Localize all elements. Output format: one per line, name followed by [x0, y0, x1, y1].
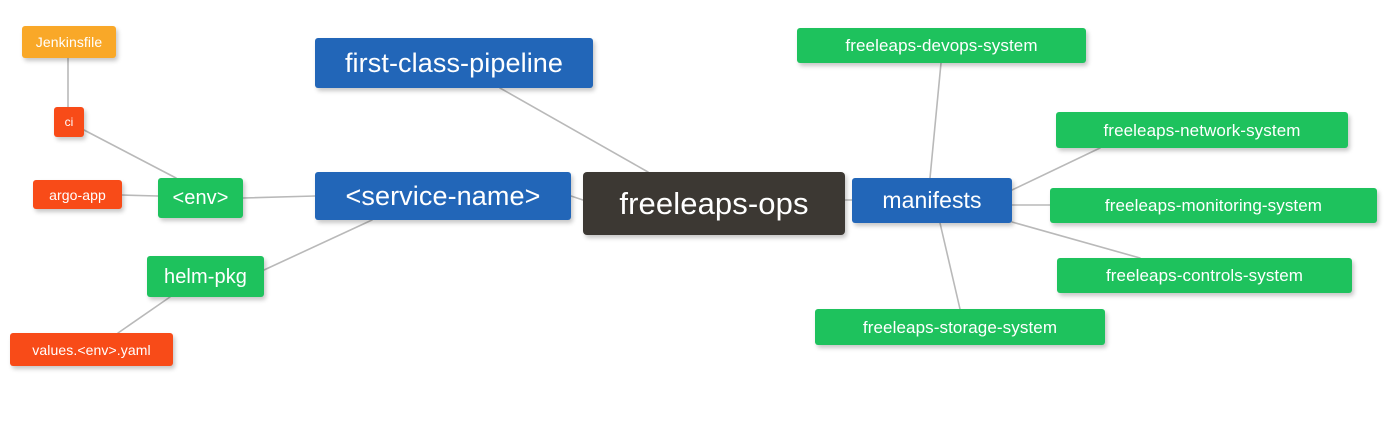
node-argoapp[interactable]: argo-app	[33, 180, 122, 209]
edge-root-to-service	[570, 195, 584, 201]
edge-service-to-helm	[263, 219, 373, 271]
node-helm[interactable]: helm-pkg	[147, 256, 264, 297]
node-valuesyaml[interactable]: values.<env>.yaml	[10, 333, 173, 366]
node-jenkinsfile[interactable]: Jenkinsfile	[22, 26, 116, 58]
edge-env-to-ci	[83, 129, 177, 179]
edge-helm-to-valuesyaml	[117, 296, 171, 334]
node-manifests[interactable]: manifests	[852, 178, 1012, 223]
edge-env-to-argoapp	[121, 194, 159, 197]
node-devops[interactable]: freeleaps-devops-system	[797, 28, 1086, 63]
node-controls[interactable]: freeleaps-controls-system	[1057, 258, 1352, 293]
node-network[interactable]: freeleaps-network-system	[1056, 112, 1348, 148]
node-env[interactable]: <env>	[158, 178, 243, 218]
node-service[interactable]: <service-name>	[315, 172, 571, 220]
node-monitoring[interactable]: freeleaps-monitoring-system	[1050, 188, 1377, 223]
edge-manifests-to-controls	[1011, 221, 1141, 259]
edge-manifests-to-devops	[929, 62, 942, 179]
node-root[interactable]: freeleaps-ops	[583, 172, 845, 235]
edge-manifests-to-storage	[939, 222, 961, 310]
edge-root-to-pipeline	[499, 87, 649, 173]
node-pipeline[interactable]: first-class-pipeline	[315, 38, 593, 88]
edge-service-to-env	[242, 195, 316, 199]
node-ci[interactable]: ci	[54, 107, 84, 137]
edge-manifests-to-network	[1011, 147, 1101, 191]
node-storage[interactable]: freeleaps-storage-system	[815, 309, 1105, 345]
